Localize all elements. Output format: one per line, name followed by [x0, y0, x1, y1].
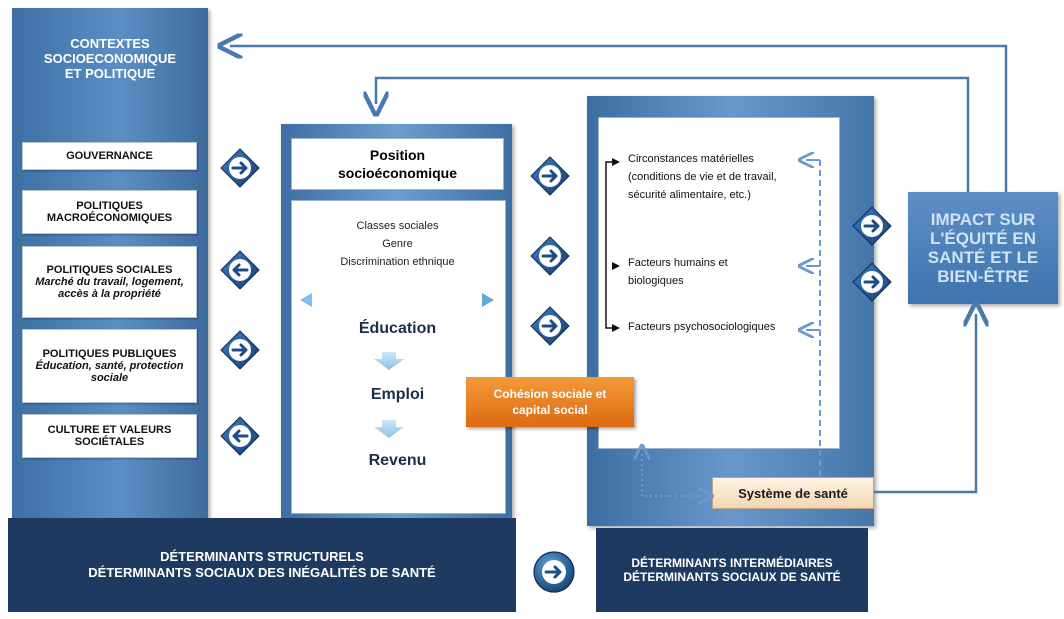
box-politiques-publiques-sub: Éducation, santé, protection sociale	[35, 360, 184, 384]
box-politiques-publiques-label: POLITIQUES PUBLIQUES	[42, 348, 177, 360]
arrow-right-icon	[220, 148, 260, 188]
box-politiques-macroeconomiques: POLITIQUES MACROÉCONOMIQUES	[22, 190, 197, 234]
chain-education: Éducation	[358, 320, 437, 337]
box-gouvernance-label: GOUVERNANCE	[66, 150, 153, 162]
item-facteurs-psychosociologiques: Facteurs psychosociologiques	[628, 321, 776, 333]
arrow-right-icon	[530, 236, 570, 276]
cohesion-sociale-box: Cohésion sociale et capital social	[466, 377, 634, 427]
impact-box: IMPACT SUR L'ÉQUITÉ EN SANTÉ ET LE BIEN-…	[908, 192, 1058, 304]
down-arrow-icon	[374, 352, 404, 370]
box-politiques-publiques: POLITIQUES PUBLIQUES Éducation, santé, p…	[22, 329, 197, 403]
position-title: Position socioéconomique	[337, 147, 458, 181]
box-gouvernance: GOUVERNANCE	[22, 142, 197, 170]
item-circonstances-materielles: Circonstances matérielles (conditions de…	[628, 153, 777, 201]
box-culture-valeurs-label: CULTURE ET VALEURS SOCIÉTALES	[47, 424, 172, 448]
intermediary-determinants-label: DÉTERMINANTS INTERMÉDIAIRES DÉTERMINANTS…	[623, 556, 841, 584]
box-culture-valeurs: CULTURE ET VALEURS SOCIÉTALES	[22, 414, 197, 458]
arrow-right-icon	[530, 156, 570, 196]
arrow-right-icon	[530, 306, 570, 346]
systeme-de-sante-label: Système de santé	[738, 485, 848, 501]
middle-inner-panel	[291, 200, 506, 514]
impact-label: IMPACT SUR L'ÉQUITÉ EN SANTÉ ET LE BIEN-…	[927, 210, 1039, 286]
structural-determinants-label: DÉTERMINANTS STRUCTURELS DÉTERMINANTS SO…	[88, 549, 436, 580]
intermediary-determinants-banner: DÉTERMINANTS INTERMÉDIAIRES DÉTERMINANTS…	[596, 528, 868, 612]
arrow-right-icon	[852, 262, 892, 302]
arrow-right-icon	[220, 330, 260, 370]
arrow-left-icon	[220, 416, 260, 456]
list-item: Discrimination ethnique	[340, 256, 455, 268]
list-item: Classes sociales	[356, 220, 439, 232]
cohesion-label: Cohésion sociale et capital social	[493, 387, 607, 417]
position-socioeconomique-box: Position socioéconomique	[291, 138, 504, 190]
right-inner-panel	[598, 117, 840, 449]
box-politiques-sociales-sub: Marché du travail, logement, accès à la …	[35, 276, 184, 300]
box-politiques-sociales: POLITIQUES SOCIALES Marché du travail, l…	[22, 246, 197, 318]
arrow-left-icon	[220, 250, 260, 290]
arrow-right-circle-icon	[533, 551, 575, 593]
structural-determinants-banner: DÉTERMINANTS STRUCTURELS DÉTERMINANTS SO…	[8, 518, 516, 612]
list-item: Genre	[382, 238, 413, 250]
arrow-right-icon	[852, 206, 892, 246]
chain-revenu: Revenu	[368, 452, 427, 469]
box-politiques-sociales-label: POLITIQUES SOCIALES	[46, 264, 173, 276]
chain-emploi: Emploi	[370, 386, 425, 403]
social-stratification-list: Classes sociales Genre Discrimination et…	[291, 217, 504, 271]
box-politiques-macro-label: POLITIQUES MACROÉCONOMIQUES	[46, 200, 173, 224]
left-column-title: CONTEXTES SOCIOECONOMIQUE ET POLITIQUE	[43, 36, 177, 81]
down-arrow-icon	[374, 420, 404, 438]
item-facteurs-humains: Facteurs humains et biologiques	[628, 257, 728, 287]
